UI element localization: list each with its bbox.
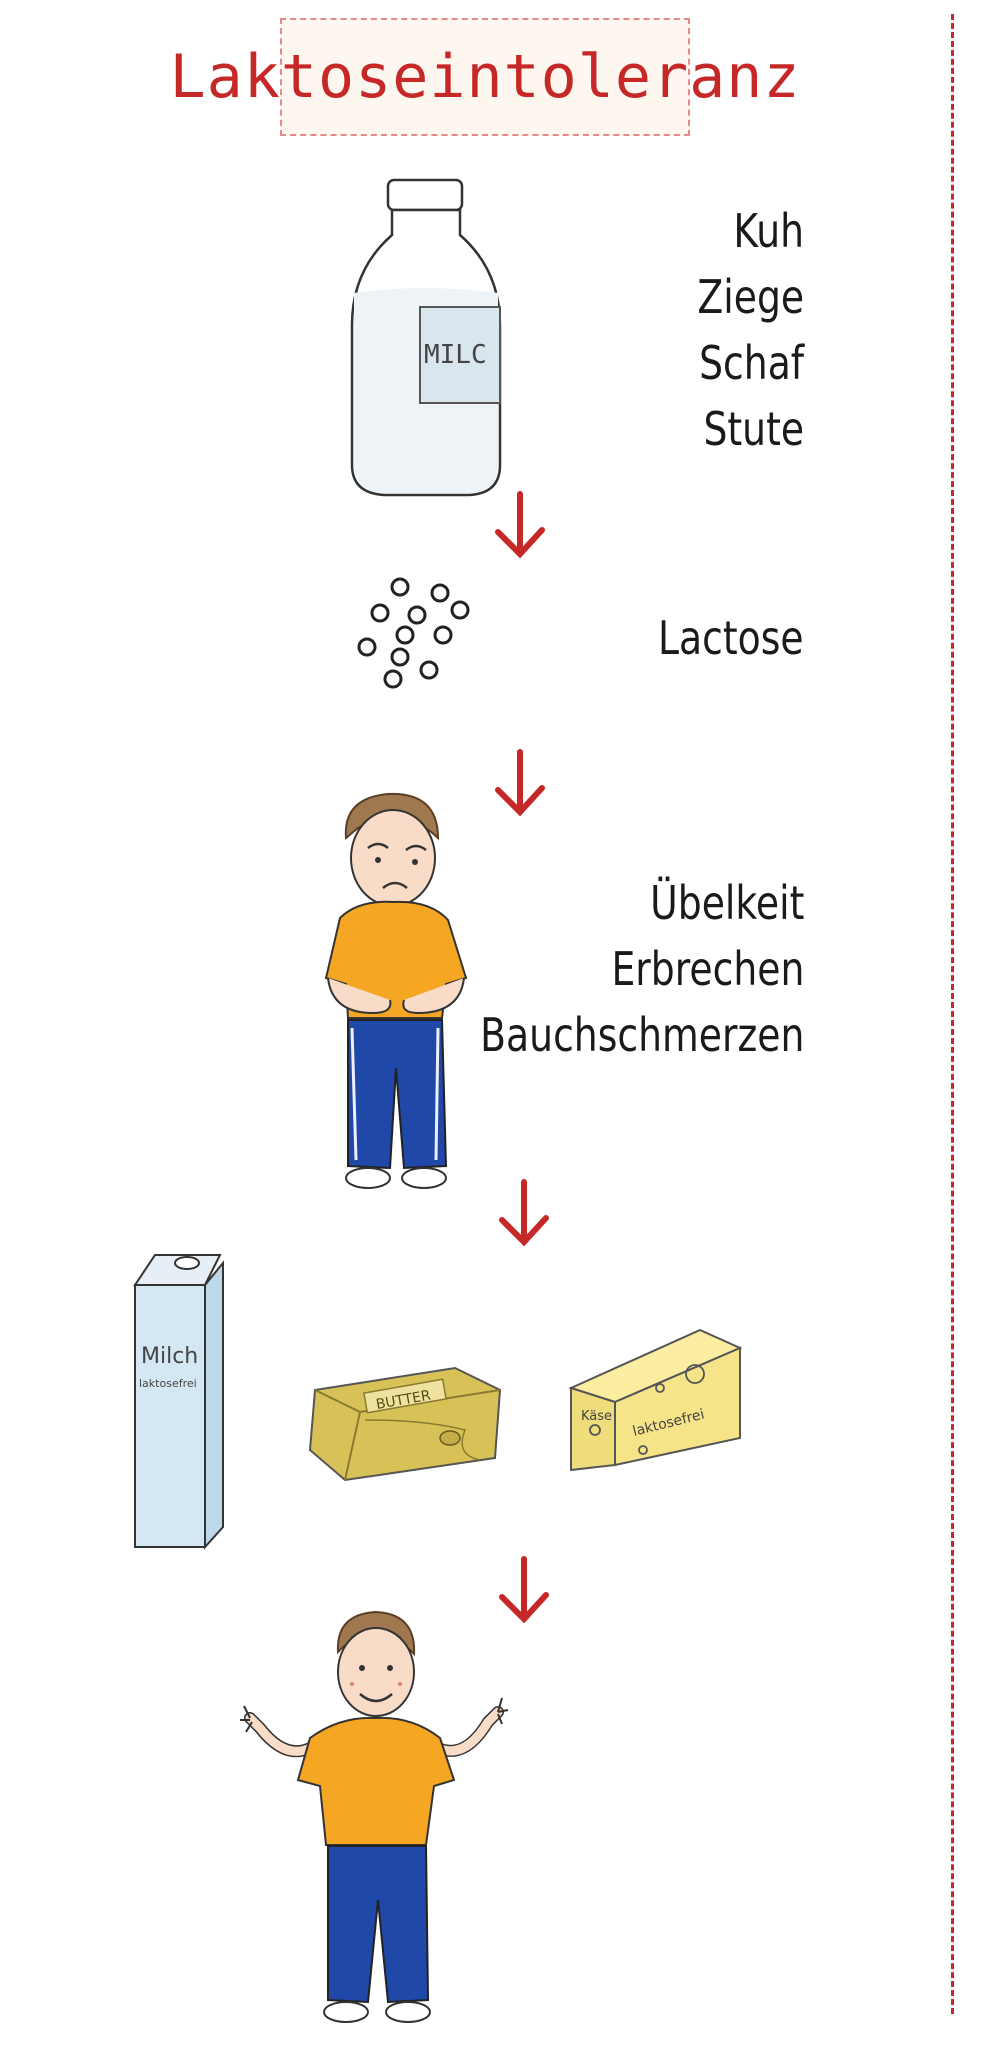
source-label: Schaf [699,336,804,390]
cheese-label: Käse [581,1409,612,1424]
milk-carton-icon: Milch laktosefrei [133,1254,224,1550]
arrow-down-icon [495,749,545,817]
arrow-down-icon [499,1556,549,1624]
arrow-down-icon [499,1179,549,1247]
symptom-label: Übelkeit [649,876,804,930]
side-divider [951,14,954,2014]
page-title: Laktoseintoleranz [169,42,801,112]
arrow-down-icon [495,491,545,559]
butter-icon: BUTTER [308,1366,502,1482]
milk-lactose-free-label: laktosefrei [139,1377,197,1390]
lactose-label: Lactose [658,611,804,665]
bottle-label: MILC [424,340,487,370]
title-box: Laktoseintoleranz [169,18,800,136]
milk-label: Milch [141,1344,198,1369]
symptom-label: Erbrechen [611,942,804,996]
symptom-label: Bauchschmerzen [479,1008,804,1062]
lactose-molecules-icon [357,577,470,689]
source-label: Stute [703,402,804,456]
source-label: Kuh [733,204,804,258]
source-label: Ziege [697,270,804,324]
symptoms-list: Übelkeit Erbrechen Bauchschmerzen [480,870,804,1068]
milk-sources: Kuh Ziege Schaf Stute [697,198,804,462]
cheese-icon: Käse laktosefrei [568,1328,743,1472]
milk-bottle-icon: MILC [350,178,502,497]
sick-boy-icon [324,792,468,1189]
happy-boy-icon [240,1610,509,2023]
